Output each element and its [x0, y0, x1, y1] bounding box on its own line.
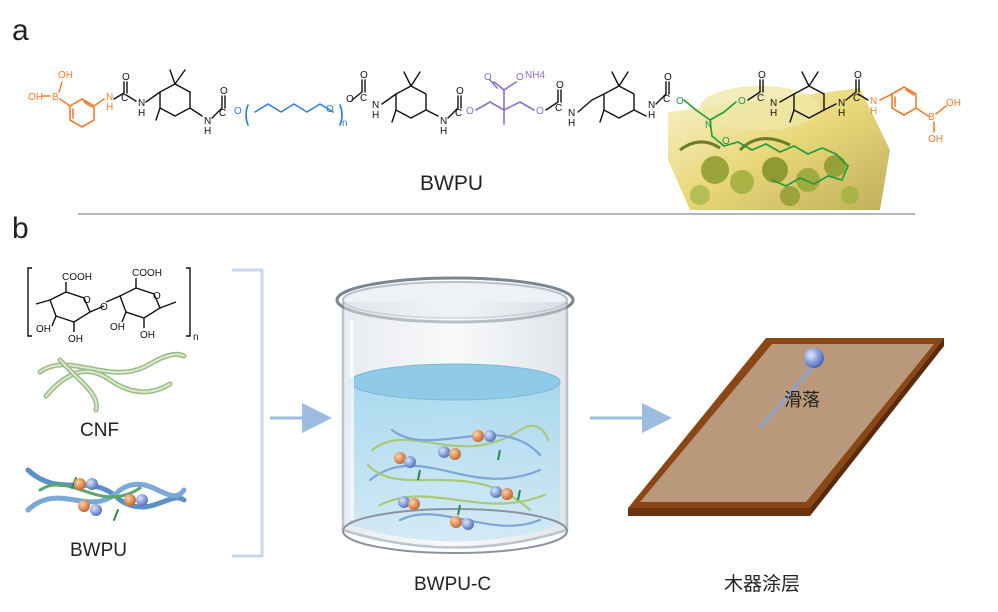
- panel-a-caption: BWPU: [420, 172, 483, 195]
- urea-n-left: N: [138, 98, 145, 109]
- ipdi3-n: N: [648, 100, 655, 111]
- cellulose-bridge-o: O: [100, 302, 108, 313]
- left-boron-oh-2: OH: [58, 70, 73, 81]
- wood-coated-board: [628, 338, 944, 516]
- cnf-label: CNF: [80, 420, 119, 441]
- carbamate4-h: H: [568, 118, 575, 129]
- ipdi2-h: H: [440, 126, 447, 137]
- panel-b-letter: b: [12, 212, 29, 245]
- fatty-o-right: O: [738, 96, 746, 107]
- left-amide-h: H: [106, 102, 113, 113]
- slide-trace-line: [759, 367, 813, 429]
- right-boron-label: B: [928, 112, 935, 123]
- fatty-carbonyl-o: O: [722, 136, 730, 147]
- cellulose-ring-o-1: O: [83, 295, 91, 306]
- urea-c-left: C: [121, 93, 128, 104]
- carbamate2-n: N: [372, 100, 379, 111]
- bwpu-helix-illustration: [25, 467, 187, 521]
- wood-coating-label: 木器涂层: [724, 573, 800, 595]
- left-phenylboronic-acid: [59, 98, 105, 128]
- carbamate2-o2: O: [360, 70, 368, 81]
- carbamate6-o: O: [758, 70, 766, 81]
- bwpu-chemical-structure: B OH OH N H O C N H N H: [28, 69, 961, 187]
- water-droplet-ball: [804, 348, 824, 368]
- dmpa-o-left: O: [466, 106, 474, 117]
- carbamate2-h: H: [372, 110, 379, 121]
- ipdi4-n: N: [838, 98, 845, 109]
- cellulose-oh-3: OH: [110, 322, 125, 333]
- beaker-illustration: [335, 276, 575, 554]
- right-boron-oh-1: OH: [946, 98, 961, 109]
- carbamate1-c: C: [219, 108, 226, 119]
- cellulose-structure: [27, 267, 191, 337]
- dmpa-o-right: O: [536, 106, 544, 117]
- urea-h-left: H: [138, 108, 145, 119]
- fatty-o-left: O: [676, 96, 684, 107]
- olive-oil-image: [668, 86, 890, 210]
- cellulose-oh-4: OH: [140, 330, 155, 341]
- cellulose-ring-o-2: O: [153, 291, 161, 302]
- ipdi1-n: N: [204, 116, 211, 127]
- right-amide-n: N: [870, 96, 877, 107]
- cellulose-n-subscript: n: [193, 332, 199, 343]
- bwpu-helix-ion-orange-3: [124, 494, 136, 506]
- components-bracket: [232, 268, 264, 558]
- left-boron-oh-1: OH: [28, 92, 43, 103]
- ipdi1-h: H: [204, 126, 211, 137]
- urea-o-left: O: [122, 72, 130, 83]
- panel-a-letter: a: [12, 14, 29, 47]
- bwpu-helix-ion-blue-3: [136, 494, 148, 506]
- ipdi4-h: H: [838, 108, 845, 119]
- dmpa-ammonium: NH4: [525, 70, 545, 81]
- carbamate2-c: C: [360, 93, 367, 104]
- carbamate6-c: C: [757, 93, 764, 104]
- carbamate3-o: O: [456, 86, 464, 97]
- bwpu-helix-ion-orange: [74, 478, 86, 490]
- carbamate6-n: N: [770, 98, 777, 109]
- right-boron-oh-2: OH: [928, 134, 943, 145]
- carbamate5-c: C: [663, 94, 670, 105]
- bwpu-helix-ion-orange-2: [78, 500, 90, 512]
- carbamate4-o: O: [556, 80, 564, 91]
- ipdi3-h: H: [648, 110, 655, 121]
- dmpa-carboxyl-o: O: [484, 72, 492, 83]
- cellulose-oh-1: OH: [36, 324, 51, 335]
- right-phenylboronic-acid: [879, 86, 947, 133]
- left-boron-label: B: [52, 92, 59, 103]
- left-amide-n: N: [106, 92, 113, 103]
- bwpu-helix-ion-blue: [86, 478, 98, 490]
- slide-label: 滑落: [784, 390, 820, 411]
- cellulose-oh-2: OH: [68, 334, 83, 345]
- carbamate6-h: H: [770, 108, 777, 119]
- urea-o-right: O: [854, 70, 862, 81]
- carbamate3-c: C: [455, 108, 462, 119]
- cnf-fibers-illustration: [37, 351, 187, 413]
- ptmg-o-left: O: [234, 106, 242, 117]
- ptmg-o-right: O: [326, 104, 334, 115]
- beaker-label: BWPU-C: [414, 574, 491, 595]
- carbamate4-c: C: [555, 103, 562, 114]
- cellulose-cooh-1: COOH: [62, 272, 92, 283]
- fatty-n: N: [705, 120, 712, 131]
- bwpu-helix-ion-blue-2: [90, 504, 102, 516]
- carbamate4-n: N: [568, 108, 575, 119]
- bwpu-helix-label: BWPU: [70, 540, 127, 561]
- carbamate1-o: O: [220, 86, 228, 97]
- ptmg-n-subscript: n: [342, 118, 348, 129]
- carbamate2-o: O: [346, 94, 354, 105]
- urea-c-right: C: [853, 93, 860, 104]
- ipdi2-n: N: [440, 116, 447, 127]
- right-amide-h: H: [870, 106, 877, 117]
- cellulose-cooh-2: COOH: [132, 268, 162, 279]
- dmpa-carboxylate-o: O: [516, 72, 524, 83]
- carbamate5-o: O: [664, 72, 672, 83]
